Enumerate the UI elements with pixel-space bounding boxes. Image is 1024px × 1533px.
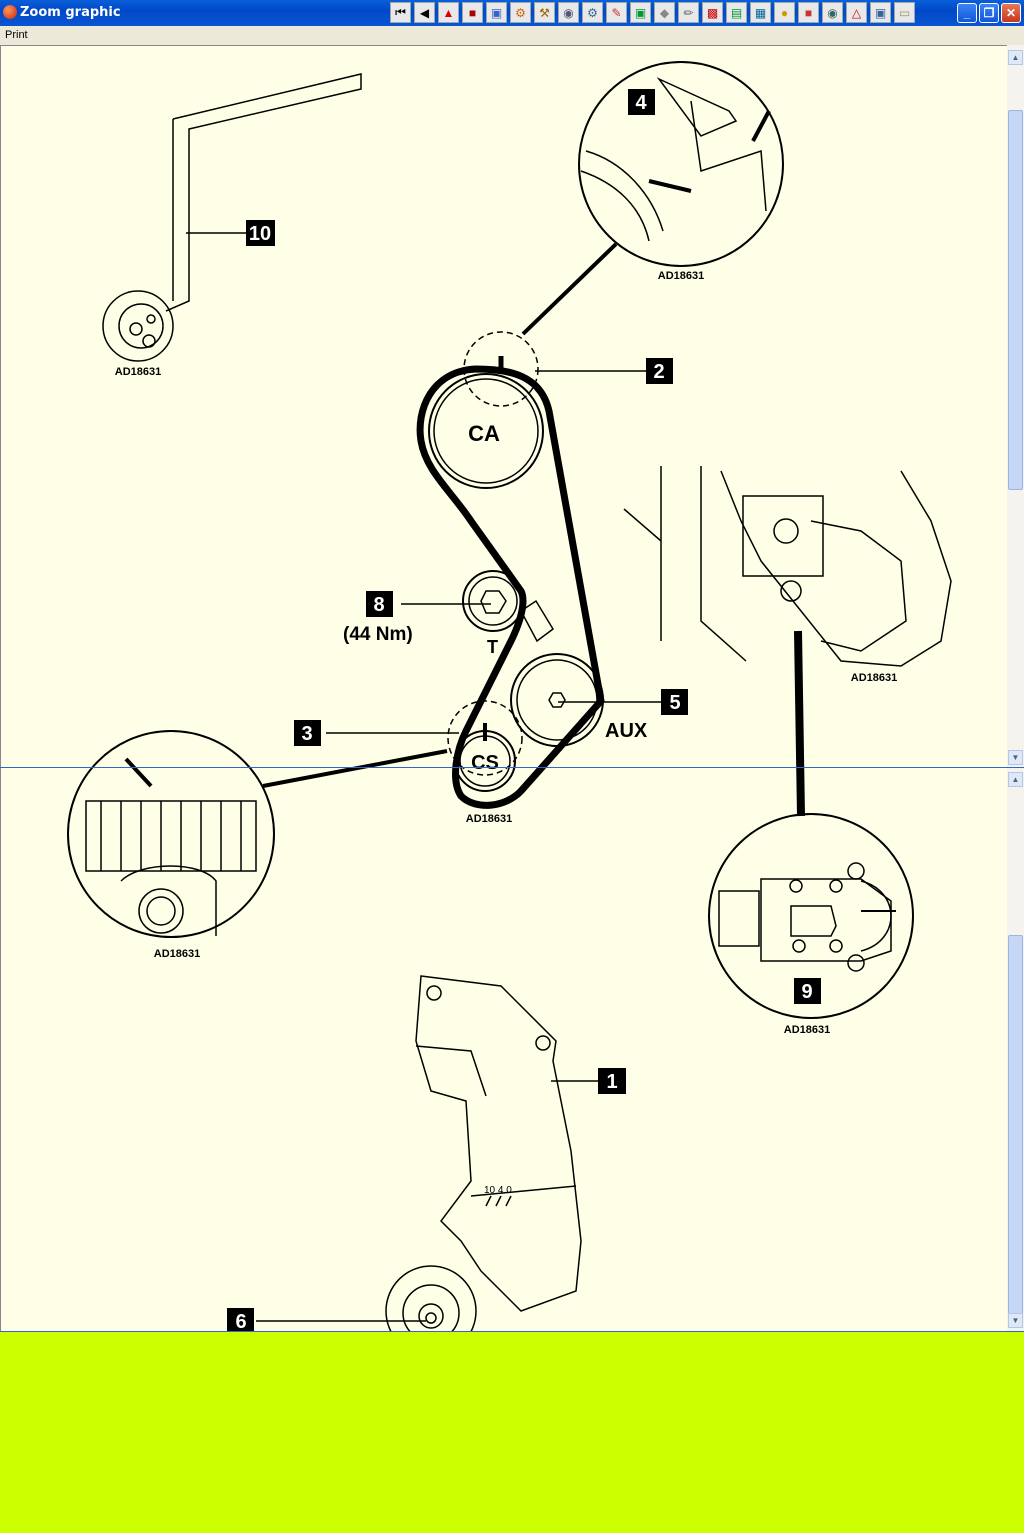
- first-icon[interactable]: ⏮: [390, 2, 411, 23]
- triangle-icon[interactable]: △: [846, 2, 867, 23]
- gear-icon[interactable]: ⚙: [510, 2, 531, 23]
- clip-icon[interactable]: ◆: [654, 2, 675, 23]
- image-icon[interactable]: ▣: [486, 2, 507, 23]
- torque-label: (44 Nm): [343, 624, 413, 645]
- tensioner-tool-drawing: [102, 73, 362, 362]
- label-4: 4: [635, 92, 647, 114]
- scroll-up-icon[interactable]: ▲: [1008, 50, 1023, 65]
- distributor-drawing: [623, 466, 952, 667]
- camshaft-label: CA: [468, 421, 500, 446]
- timing-belt-diagram: 10 4 2 8 5 3 9 1 6 CA CS AUX T (44 Nm) 1…: [67, 61, 952, 1332]
- label-9: 9: [801, 981, 812, 1003]
- ref-code: AD18631: [115, 366, 161, 378]
- label-8: 8: [373, 594, 384, 616]
- book-icon[interactable]: ■: [462, 2, 483, 23]
- chair-icon[interactable]: ▣: [630, 2, 651, 23]
- vertical-scrollbar[interactable]: ▲ ▼ ▲ ▼: [1007, 45, 1024, 1332]
- scroll-thumb-bottom[interactable]: [1008, 935, 1023, 1315]
- map-icon[interactable]: ▦: [750, 2, 771, 23]
- graphic-viewport: 10 4 2 8 5 3 9 1 6 CA CS AUX T (44 Nm) 1…: [0, 45, 1007, 1332]
- ref-code: AD18631: [658, 270, 704, 282]
- ref-code: AD18631: [466, 813, 512, 825]
- monitor-icon[interactable]: ▤: [726, 2, 747, 23]
- scroll-thumb-top[interactable]: [1008, 110, 1023, 490]
- app-icon: [3, 5, 17, 19]
- repair-icon[interactable]: ■: [798, 2, 819, 23]
- timing-belt: [416, 365, 605, 809]
- warning-icon[interactable]: ▲: [438, 2, 459, 23]
- maximize-button[interactable]: ❐: [979, 3, 999, 23]
- document-icon[interactable]: ▭: [894, 2, 915, 23]
- engine-icon[interactable]: ◉: [822, 2, 843, 23]
- minimize-button[interactable]: _: [957, 3, 977, 23]
- label-2: 2: [653, 361, 664, 383]
- ref-code: AD18631: [154, 948, 200, 960]
- label-5: 5: [669, 692, 680, 714]
- toolbar: ⏮ ◀ ▲ ■ ▣ ⚙ ⚒ ◉ ⚙ ✎ ▣ ◆ ✏ ▩ ▤ ▦ ● ■ ◉ △ …: [390, 2, 915, 24]
- disc-icon[interactable]: ◉: [558, 2, 579, 23]
- menu-print[interactable]: Print: [5, 29, 28, 41]
- label-1: 1: [606, 1071, 617, 1093]
- scroll-down-icon[interactable]: ▼: [1008, 1313, 1023, 1328]
- car-icon[interactable]: ●: [774, 2, 795, 23]
- split-divider[interactable]: [0, 767, 1024, 768]
- window-controls: _ ❐ ✕: [957, 3, 1021, 23]
- menu-bar: Print: [0, 26, 1024, 46]
- window-title: Zoom graphic: [20, 5, 121, 20]
- wrench-icon[interactable]: ⚙: [582, 2, 603, 23]
- pencil-icon[interactable]: ✎: [606, 2, 627, 23]
- scroll-down-icon[interactable]: ▼: [1008, 750, 1023, 765]
- previous-icon[interactable]: ◀: [414, 2, 435, 23]
- close-button[interactable]: ✕: [1001, 3, 1021, 23]
- viewport-bottom-border: [0, 1331, 1024, 1332]
- label-3: 3: [301, 723, 312, 745]
- chart-icon[interactable]: ▩: [702, 2, 723, 23]
- ref-code: AD18631: [851, 672, 897, 684]
- label-6: 6: [235, 1311, 246, 1332]
- vehicle-icon[interactable]: ▣: [870, 2, 891, 23]
- timing-cover-drawing: [385, 975, 582, 1332]
- title-bar: Zoom graphic ⏮ ◀ ▲ ■ ▣ ⚙ ⚒ ◉ ⚙ ✎ ▣ ◆ ✏ ▩…: [0, 0, 1024, 26]
- pen-icon[interactable]: ✏: [678, 2, 699, 23]
- label-boxes: 10 4 2 8 5 3 9 1 6: [227, 89, 821, 1332]
- scale-label: 10 4 0: [484, 1185, 512, 1196]
- tools-icon[interactable]: ⚒: [534, 2, 555, 23]
- tensioner-t-label: T: [487, 637, 498, 657]
- aux-label: AUX: [605, 720, 648, 742]
- label-10: 10: [249, 223, 271, 245]
- crankshaft-label: CS: [471, 752, 499, 774]
- ref-code: AD18631: [784, 1024, 830, 1036]
- scroll-up-icon[interactable]: ▲: [1008, 772, 1023, 787]
